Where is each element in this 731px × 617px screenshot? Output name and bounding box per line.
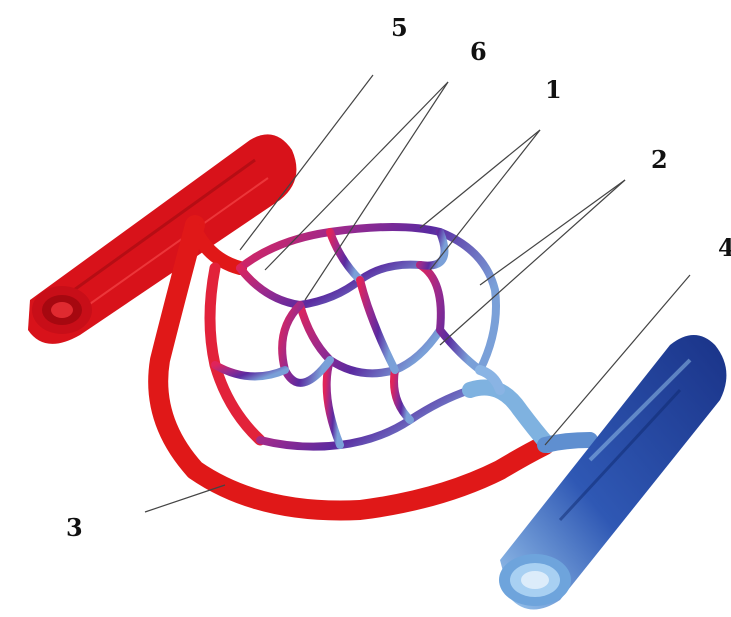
label-3: 3 xyxy=(66,516,83,540)
label-6: 6 xyxy=(470,40,487,64)
leader-line-1a xyxy=(420,130,540,228)
leader-line-2a xyxy=(480,180,625,285)
label-4: 4 xyxy=(718,236,731,260)
capillary-network xyxy=(215,227,496,447)
vein xyxy=(499,335,726,610)
leader-line-3 xyxy=(145,485,225,512)
venule xyxy=(470,370,590,445)
label-5: 5 xyxy=(391,16,408,40)
leader-line-2b xyxy=(440,180,625,345)
label-1: 1 xyxy=(545,78,562,102)
label-2: 2 xyxy=(651,148,668,172)
leader-line-1b xyxy=(430,130,540,270)
